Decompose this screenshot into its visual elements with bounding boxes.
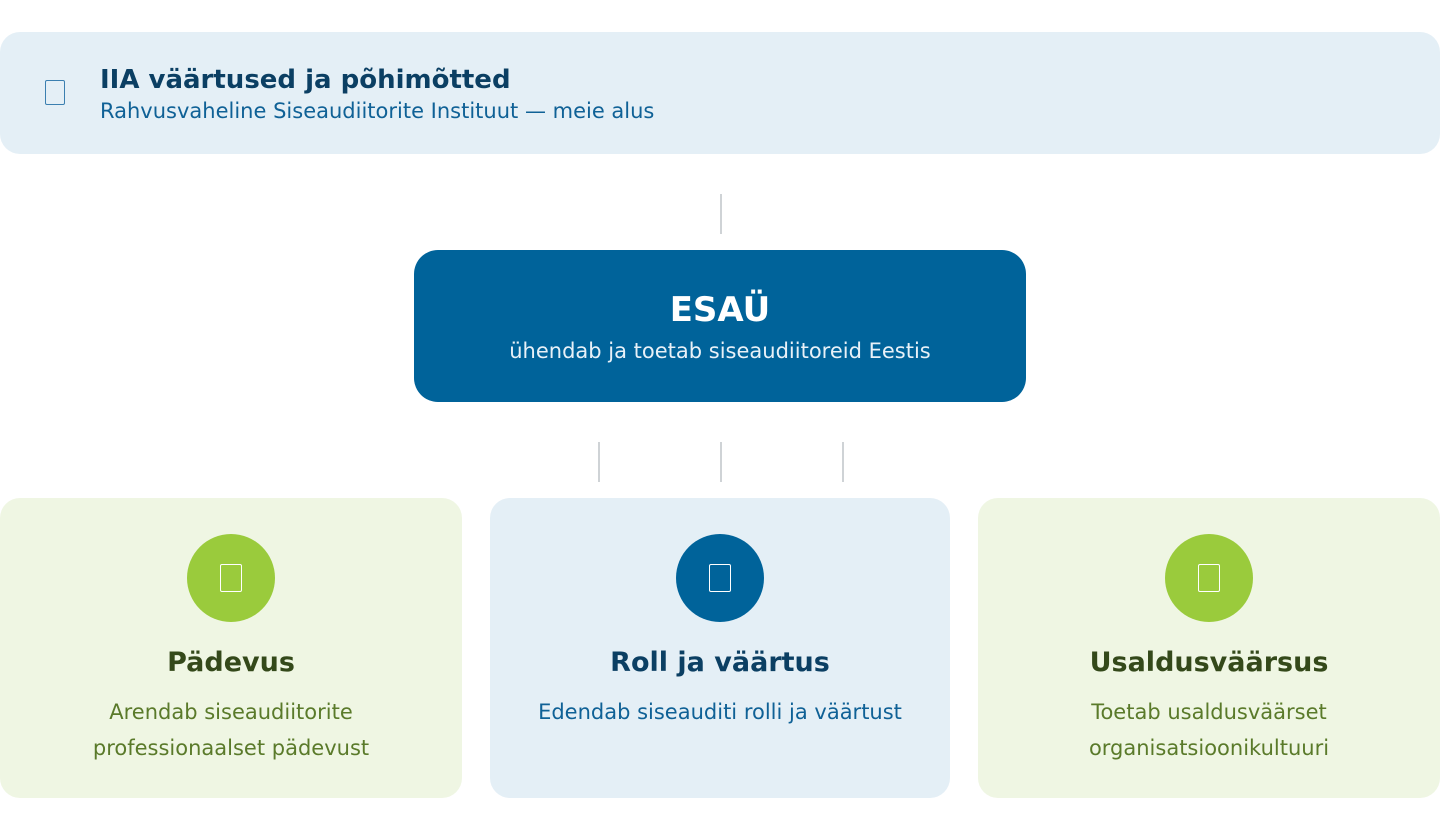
- center-title: ESAÜ: [669, 290, 771, 330]
- card-title: Usaldusväärsus: [1089, 647, 1329, 678]
- connector-right: [842, 442, 844, 482]
- card-padevus: Pädevus Arendab siseaudiitorite professi…: [0, 498, 462, 798]
- card-title: Roll ja väärtus: [610, 647, 830, 678]
- banner-title: IIA väärtused ja põhimõtted: [100, 65, 511, 95]
- card-title: Pädevus: [167, 647, 295, 678]
- iia-banner: IIA väärtused ja põhimõtted Rahvusvaheli…: [0, 32, 1440, 154]
- document-icon: [220, 564, 242, 592]
- center-subtitle: ühendab ja toetab siseaudiitoreid Eestis: [509, 339, 931, 363]
- card-description: Edendab siseauditi rolli ja väärtust: [538, 700, 902, 724]
- card-icon-circle: [1165, 534, 1253, 622]
- connector-middle: [720, 442, 722, 482]
- connector-banner-to-center: [720, 194, 722, 234]
- connector-left: [598, 442, 600, 482]
- card-description: Toetab usaldusväärset organisatsioonikul…: [1088, 700, 1330, 760]
- document-icon: [1198, 564, 1220, 592]
- card-usaldusvaarsus: Usaldusväärsus Toetab usaldusväärset org…: [978, 498, 1440, 798]
- esau-center-box: ESAÜ ühendab ja toetab siseaudiitoreid E…: [414, 250, 1026, 402]
- card-roll-ja-vaartus: Roll ja väärtus Edendab siseauditi rolli…: [490, 498, 950, 798]
- banner-subtitle: Rahvusvaheline Siseaudiitorite Instituut…: [100, 99, 655, 123]
- card-icon-circle: [676, 534, 764, 622]
- card-description: Arendab siseaudiitorite professionaalset…: [92, 700, 370, 760]
- document-icon: [709, 564, 731, 592]
- card-icon-circle: [187, 534, 275, 622]
- document-icon: [45, 80, 65, 105]
